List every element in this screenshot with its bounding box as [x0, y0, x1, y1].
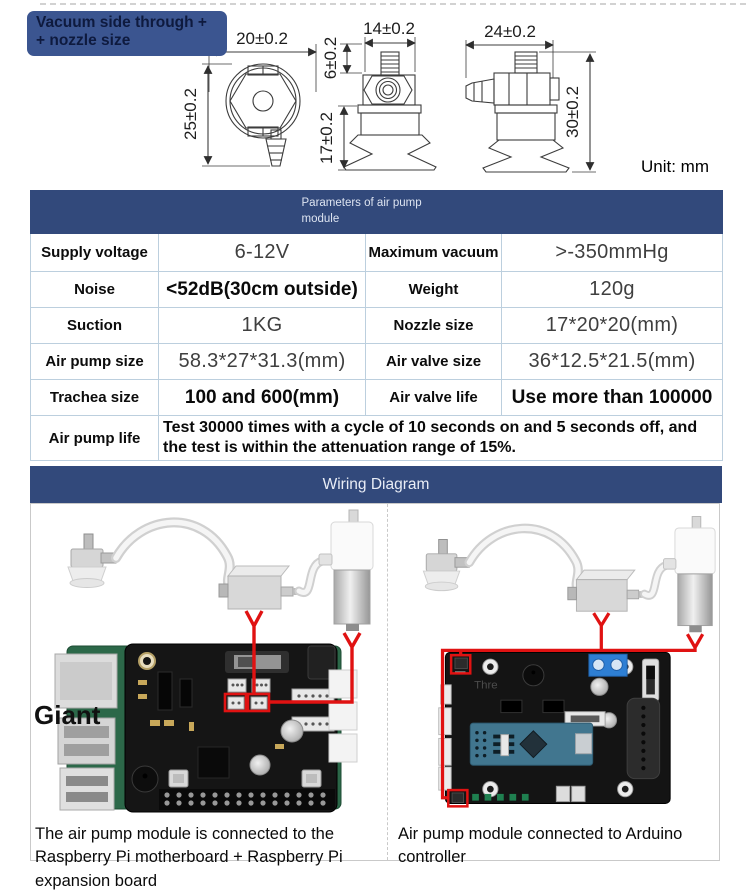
- toggle-switch: [641, 658, 660, 702]
- raspberry-pi-wiring-illustration: Giant: [34, 509, 374, 813]
- servo-connector: [626, 697, 661, 780]
- table-row: Supply voltage 6-12V Maximum vacuum >-35…: [30, 233, 723, 272]
- air-tube: [294, 556, 327, 598]
- wiring-right-pane: Thre: [388, 504, 719, 866]
- board-silkscreen-text: Thre: [474, 680, 498, 692]
- arduino-expansion-board: Thre: [438, 651, 671, 804]
- buzzer: [522, 664, 545, 687]
- capacitor: [280, 719, 304, 743]
- dim-label-d1-width: 20±0.2: [236, 29, 288, 48]
- spec-value: 36*12.5*21.5(mm): [501, 343, 723, 380]
- drawing-front-view: [338, 37, 437, 171]
- air-tube: [640, 561, 671, 600]
- spec-table-title-line1: Parameters of air pump: [301, 197, 422, 210]
- table-row: Trachea size 100 and 600(mm) Air valve l…: [30, 379, 723, 416]
- valve-wire: [244, 610, 264, 694]
- suction-cup: [67, 533, 117, 588]
- badge-line1: Vacuum side through +: [36, 14, 207, 31]
- drawing-top-view: [202, 44, 317, 167]
- table-row: Air pump life Test 30000 times with a cy…: [30, 415, 723, 461]
- spec-label: Air valve size: [365, 343, 502, 380]
- spec-value: 58.3*27*31.3(mm): [158, 343, 366, 380]
- spec-label: Nozzle size: [365, 307, 502, 344]
- spec-label: Suction: [30, 307, 159, 344]
- spec-label: Air pump life: [30, 415, 159, 461]
- spec-label: Noise: [30, 271, 159, 308]
- valve-port-connector: [451, 792, 465, 803]
- left-wiring-caption: The air pump module is connected to the …: [35, 825, 343, 890]
- gpio-header: [159, 789, 335, 810]
- air-valve: [218, 565, 299, 610]
- air-tube: [464, 523, 583, 594]
- spec-value: 6-12V: [158, 233, 366, 272]
- wiring-left-pane: Giant The air pump module is connected t…: [31, 504, 388, 890]
- air-tube: [111, 517, 235, 591]
- valve-wire: [592, 612, 611, 651]
- led-row: [472, 793, 529, 801]
- right-wiring-caption: Air pump module connected to Arduino con…: [398, 825, 683, 867]
- spec-label: Weight: [365, 271, 502, 308]
- spec-value: 120g: [501, 271, 723, 308]
- spec-value: >-350mmHg: [501, 233, 723, 272]
- dim-label-d3-height: 30±0.2: [563, 86, 582, 138]
- spec-label: Maximum vacuum: [365, 233, 502, 272]
- smd-components: [138, 680, 284, 749]
- connector-highlight-box: [449, 653, 472, 675]
- unit-label: Unit: mm: [641, 157, 709, 176]
- air-pump: [663, 516, 716, 633]
- dim-label-d3-width: 24±0.2: [484, 22, 536, 41]
- connector-highlight-box: [246, 692, 271, 713]
- dim-label-d2-thread: 6±0.2: [321, 37, 340, 79]
- table-row: Air pump size 58.3*27*31.3(mm) Air valve…: [30, 343, 723, 380]
- spec-table: Parameters of air pump module Supply vol…: [30, 190, 723, 461]
- connector-highlight-box: [447, 788, 469, 808]
- dim-label-d2-width: 14±0.2: [363, 19, 415, 38]
- spec-table-header: Parameters of air pump module: [30, 190, 723, 234]
- arduino-wiring-illustration: Thre: [422, 516, 716, 808]
- buzzer: [131, 765, 159, 793]
- wiring-diagram-panel: Giant The air pump module is connected t…: [30, 503, 720, 890]
- top-dashed-divider: [40, 3, 746, 5]
- vacuum-side-badge: Vacuum side through + + nozzle size: [27, 11, 227, 56]
- terminal-block: [588, 653, 628, 677]
- spec-value: Use more than 100000: [501, 379, 723, 416]
- air-pump: [318, 509, 374, 631]
- drawing-side-view: [465, 40, 596, 173]
- pump-port-connector: [454, 657, 468, 670]
- connector-highlight-box: [223, 692, 248, 713]
- capacitor: [249, 754, 271, 776]
- spec-value: 100 and 600(mm): [158, 379, 366, 416]
- dimension-drawings-section: Vacuum side through + + nozzle size: [0, 0, 750, 190]
- spec-label: Air pump size: [30, 343, 159, 380]
- spec-value: 1KG: [158, 307, 366, 344]
- giant-watermark: Giant: [34, 700, 101, 730]
- spec-table-title-line2: module: [301, 213, 340, 225]
- wiring-diagram-title: Wiring Diagram: [30, 466, 722, 503]
- spec-label: Trachea size: [30, 379, 159, 416]
- dim-label-d2-cup: 17±0.2: [317, 112, 336, 164]
- connector-pins: [231, 683, 329, 726]
- arduino-nano: [469, 722, 594, 766]
- air-valve: [567, 569, 645, 612]
- spec-value: 17*20*20(mm): [501, 307, 723, 344]
- raspberry-pi-expansion-board: [124, 643, 358, 813]
- spec-label: Air valve life: [365, 379, 502, 416]
- pump-wire: [269, 632, 362, 704]
- table-row: Suction 1KG Nozzle size 17*20*20(mm): [30, 307, 723, 344]
- main-chip: [197, 746, 230, 779]
- spec-value: <52dB(30cm outside): [158, 271, 366, 308]
- suction-cup: [422, 539, 470, 592]
- table-row: Noise <52dB(30cm outside) Weight 120g: [30, 271, 723, 308]
- spec-label: Supply voltage: [30, 233, 159, 272]
- capacitor: [590, 677, 609, 696]
- badge-line2: + nozzle size: [36, 32, 131, 50]
- power-switch: [225, 651, 289, 673]
- spec-value-life: Test 30000 times with a cycle of 10 seco…: [158, 415, 723, 461]
- dim-label-d1-height: 25±0.2: [181, 88, 200, 140]
- technical-drawings: 20±0.2 25±0.2 14±0.2 6±0.2 17±0.2 24±0.2…: [181, 19, 596, 173]
- dc-jack: [307, 645, 336, 680]
